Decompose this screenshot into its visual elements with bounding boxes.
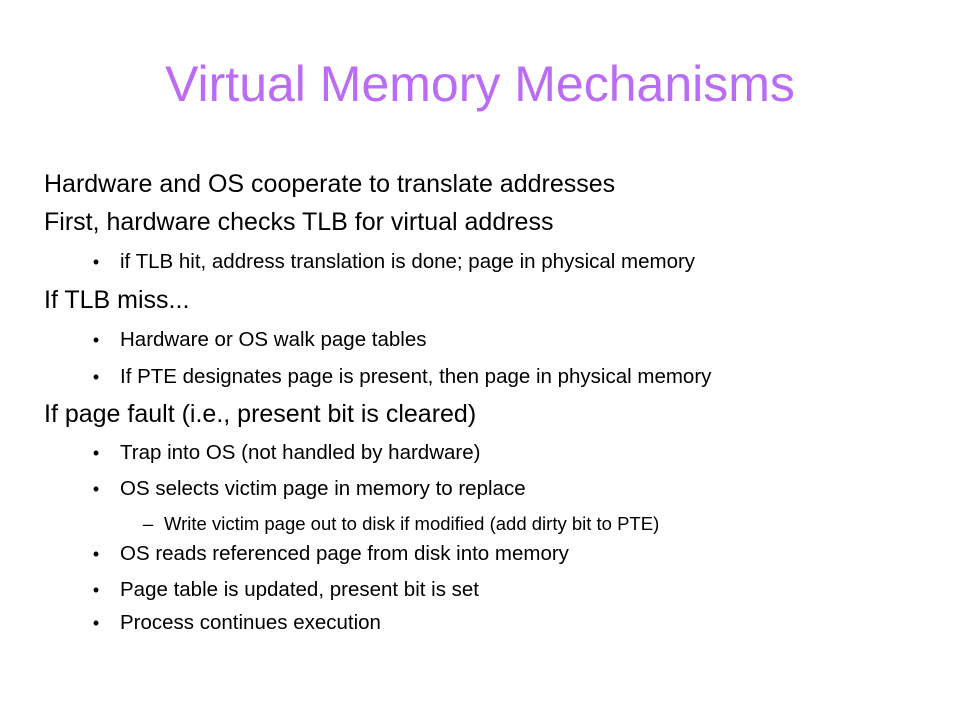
- bullet-icon: •: [92, 613, 100, 633]
- bullet-icon: •: [92, 252, 100, 272]
- bullet-icon: •: [92, 479, 100, 499]
- bullet-icon: •: [92, 580, 100, 600]
- bullet-icon: •: [92, 330, 100, 350]
- bullet-icon: •: [92, 544, 100, 564]
- level1-point: Hardware and OS cooperate to translate a…: [44, 170, 616, 198]
- level3-point: Write victim page out to disk if modifie…: [164, 513, 660, 534]
- level1-point: First, hardware checks TLB for virtual a…: [44, 208, 554, 236]
- level2-point: Hardware or OS walk page tables: [120, 328, 427, 351]
- level2-point: if TLB hit, address translation is done;…: [120, 250, 696, 273]
- level2-point: Page table is updated, present bit is se…: [120, 578, 479, 601]
- bullet-icon: •: [92, 367, 100, 387]
- dash-icon: –: [142, 513, 154, 534]
- level2-point: OS reads referenced page from disk into …: [120, 542, 569, 565]
- slide-title: Virtual Memory Mechanisms: [165, 56, 795, 112]
- level1-point: If page fault (i.e., present bit is clea…: [44, 400, 477, 428]
- bullet-icon: •: [92, 443, 100, 463]
- level2-point: If PTE designates page is present, then …: [120, 365, 712, 388]
- level2-point: Trap into OS (not handled by hardware): [120, 441, 481, 464]
- level2-point: Process continues execution: [120, 611, 381, 634]
- level2-point: OS selects victim page in memory to repl…: [120, 477, 526, 500]
- level1-point: If TLB miss...: [44, 286, 190, 314]
